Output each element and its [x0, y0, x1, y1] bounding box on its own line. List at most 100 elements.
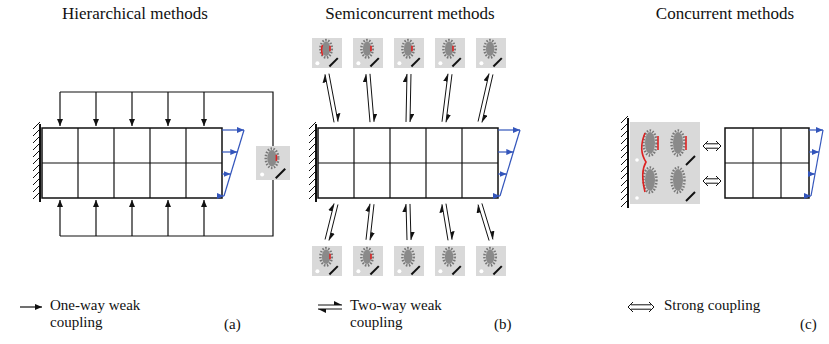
two-way-arrow [410, 204, 411, 240]
void [356, 269, 360, 273]
grain-edge [484, 40, 495, 57]
support-hatch [33, 185, 40, 192]
support-hatch [33, 136, 40, 143]
support-hatch [309, 192, 316, 199]
support-hatch [621, 116, 628, 123]
coupling-line [60, 92, 273, 146]
support-hatch [621, 179, 628, 186]
grain-edge [320, 40, 331, 57]
strong-arrow-head [703, 141, 708, 151]
coupling-line [60, 180, 273, 236]
void [479, 269, 483, 273]
crack [657, 136, 659, 150]
inclusion [370, 58, 378, 66]
void [438, 61, 442, 65]
grain-edge [443, 40, 454, 57]
support-hatch [33, 150, 40, 157]
microstructure-cell [353, 246, 383, 276]
crack [276, 155, 278, 161]
grain [445, 250, 453, 264]
grain [267, 150, 277, 166]
two-way-arrow [370, 74, 374, 122]
grain [486, 42, 494, 56]
support-hatch [621, 151, 628, 158]
panel-tag: (c) [800, 316, 817, 333]
inclusion [411, 266, 419, 274]
load-arrow [809, 129, 823, 130]
grain [486, 250, 494, 264]
legend-text: Strong coupling [664, 297, 764, 314]
inclusion [686, 156, 695, 165]
two-way-arrow [442, 204, 448, 240]
fine-scale-region [630, 122, 700, 204]
inclusion [493, 266, 501, 274]
grain-edge [484, 248, 495, 265]
strong-arrow-head [716, 176, 721, 186]
grain-edge [266, 149, 279, 168]
support-hatch [309, 171, 316, 178]
load-arrow [222, 151, 237, 152]
strong-arrow-head [703, 176, 708, 186]
support-hatch [33, 178, 40, 185]
microstructure-cell [353, 38, 383, 68]
grain-edge [402, 40, 413, 57]
mesh-outline [318, 128, 498, 198]
support-hatch [621, 158, 628, 165]
crack [370, 46, 372, 51]
support-hatch [309, 164, 316, 171]
crack [642, 133, 646, 192]
support-hatch [621, 137, 628, 144]
support-hatch [621, 193, 628, 200]
grain [322, 250, 330, 264]
one-way-arrow [95, 92, 96, 126]
support-hatch [33, 122, 40, 129]
strong-arrow [631, 304, 651, 305]
grain [673, 169, 683, 191]
two-way-arrow [366, 204, 370, 240]
microstructure-cell [394, 38, 424, 68]
legend-text: Two-way weak coupling [350, 297, 450, 332]
legend-text: One-way weak coupling [50, 297, 150, 332]
microstructure-cell [256, 146, 290, 180]
fixed-support [627, 118, 629, 208]
two-way-arrow [406, 204, 407, 240]
panel-tag: (a) [224, 316, 241, 333]
grain [673, 132, 683, 154]
inclusion [276, 169, 286, 179]
strong-arrow-head [628, 302, 633, 312]
microstructure-cell [435, 246, 465, 276]
two-way-arrow [325, 74, 334, 122]
support-hatch [621, 130, 628, 137]
load-arrow [809, 173, 815, 174]
void [315, 61, 319, 65]
grain [404, 250, 412, 264]
two-way-arrow [329, 74, 338, 122]
support-hatch [309, 136, 316, 143]
load-envelope [500, 130, 520, 196]
support-hatch [33, 143, 40, 150]
inclusion [329, 58, 337, 66]
support-hatch [33, 157, 40, 164]
inclusion [329, 266, 337, 274]
microstructure-cell [312, 38, 342, 68]
crack [370, 254, 372, 259]
inclusion [452, 266, 460, 274]
void [397, 61, 401, 65]
support-hatch [309, 143, 316, 150]
grain [363, 42, 371, 56]
legend-one-way [20, 306, 42, 307]
support-hatch [621, 144, 628, 151]
load-arrow [222, 129, 244, 130]
support-hatch [33, 192, 40, 199]
load-arrow [498, 129, 520, 130]
void [635, 196, 639, 200]
grain-edge [672, 131, 685, 156]
grain [645, 169, 655, 191]
crack [685, 136, 687, 150]
mesh-line [725, 162, 809, 163]
two-way-arrow [406, 74, 407, 122]
two-way-arrow [478, 205, 489, 241]
void [479, 61, 483, 65]
strong-arrow-head [649, 302, 654, 312]
load-arrow [498, 173, 507, 174]
